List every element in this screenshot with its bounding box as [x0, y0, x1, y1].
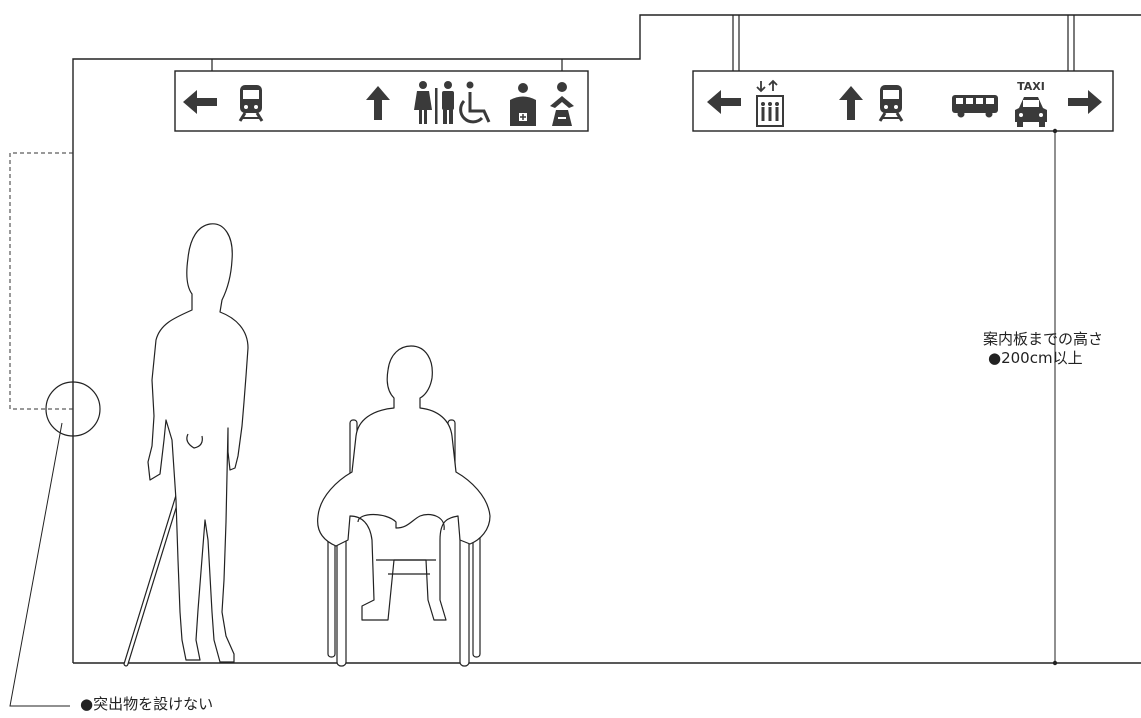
building-outline	[72, 14, 1141, 664]
person-with-cane	[123, 223, 249, 667]
restrooms-icon	[414, 81, 454, 124]
left-sign	[174, 59, 589, 132]
sign-height-label: 案内板までの高さ	[983, 330, 1104, 348]
sign-height-value: ●200cm以上	[988, 349, 1083, 367]
protrusion-leader-line	[9, 422, 70, 707]
detail-circle	[45, 381, 101, 437]
baby-care-icon	[550, 82, 574, 126]
protrusion-zone-dashed	[9, 152, 73, 410]
wheelchair-user	[317, 345, 491, 667]
elevator-icon	[756, 79, 784, 127]
taxi-label: TAXI	[1017, 80, 1045, 93]
ostomate-icon	[510, 83, 536, 126]
left-wall	[72, 14, 1141, 663]
no-protrusion-label: ●突出物を設けない	[80, 695, 214, 713]
right-sign: TAXI	[692, 15, 1114, 132]
taxi-icon: TAXI	[1015, 80, 1047, 127]
height-dimension	[1052, 128, 1058, 666]
wheelchair-icon	[459, 81, 491, 124]
bus-icon	[952, 95, 998, 118]
